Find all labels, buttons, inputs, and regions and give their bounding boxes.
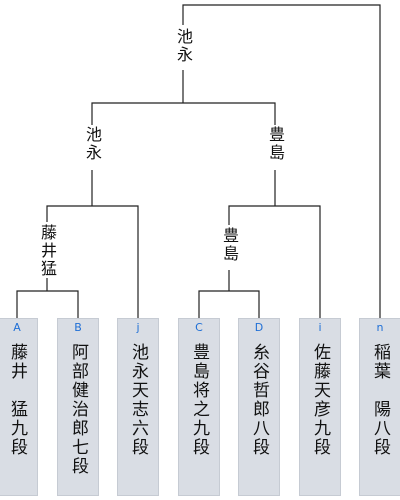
- bracket-line-a-b: [16, 290, 79, 318]
- player-name: 阿部健治郎七段: [68, 343, 88, 476]
- player-card: A 藤井 猛九段: [0, 318, 38, 496]
- player-name: 佐藤天彦九段: [310, 343, 330, 457]
- seed-label: B: [74, 321, 82, 334]
- seed-label: C: [195, 321, 203, 334]
- player-card: C 豊島将之九段: [178, 318, 220, 496]
- player-name: 池永天志六段: [128, 343, 148, 457]
- bracket-line-qf-right: [228, 205, 321, 318]
- seed-label: n: [376, 321, 384, 334]
- winner-final: 池永: [174, 28, 193, 64]
- player-name: 藤井 猛九段: [7, 343, 27, 457]
- winner-quarterfinal-right: 豊島: [220, 227, 239, 263]
- player-card: j 池永天志六段: [117, 318, 159, 496]
- player-card: i 佐藤天彦九段: [299, 318, 341, 496]
- winner-semifinal-right: 豊島: [266, 126, 285, 162]
- player-name: 糸谷哲郎八段: [249, 343, 269, 457]
- seed-label: D: [254, 321, 264, 334]
- bracket-line-final: [182, 4, 381, 318]
- bracket-line-c-d: [198, 290, 260, 318]
- player-card: B 阿部健治郎七段: [57, 318, 99, 496]
- bracket-line-sf: [91, 102, 276, 125]
- winner-semifinal-left: 池永: [83, 126, 102, 162]
- seed-label: A: [13, 321, 21, 334]
- bracket-line-qf-left: [46, 205, 139, 318]
- seed-label: i: [318, 321, 322, 334]
- seed-label: j: [136, 321, 140, 334]
- winner-quarterfinal-left: 藤井猛: [38, 224, 57, 278]
- player-name: 稲葉 陽八段: [370, 343, 390, 457]
- player-name: 豊島将之九段: [189, 343, 209, 457]
- player-card: D 糸谷哲郎八段: [238, 318, 280, 496]
- player-card: n 稲葉 陽八段: [359, 318, 400, 496]
